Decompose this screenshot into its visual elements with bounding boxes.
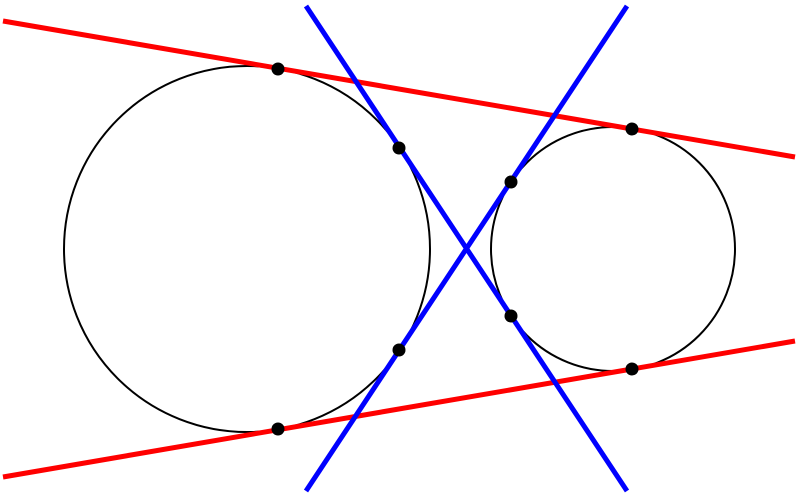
tangent-point-large-internal-upper bbox=[392, 141, 406, 155]
external-tangent-upper bbox=[2, 18, 796, 160]
internal-tangent-ascending bbox=[303, 4, 630, 493]
tangent-points-group bbox=[271, 62, 639, 436]
internal-tangents-group bbox=[303, 4, 630, 493]
large-circle bbox=[63, 65, 431, 433]
tangent-point-small-internal-upper bbox=[504, 175, 518, 189]
tangent-point-small-upper bbox=[625, 122, 639, 136]
tangent-point-large-internal-lower bbox=[392, 343, 406, 357]
external-tangents-group bbox=[2, 18, 796, 480]
external-tangent-lower bbox=[2, 338, 796, 480]
tangent-point-large-lower bbox=[271, 422, 285, 436]
tangent-point-small-lower bbox=[625, 362, 639, 376]
tangent-point-large-upper bbox=[271, 62, 285, 76]
tangent-point-small-internal-lower bbox=[504, 309, 518, 323]
